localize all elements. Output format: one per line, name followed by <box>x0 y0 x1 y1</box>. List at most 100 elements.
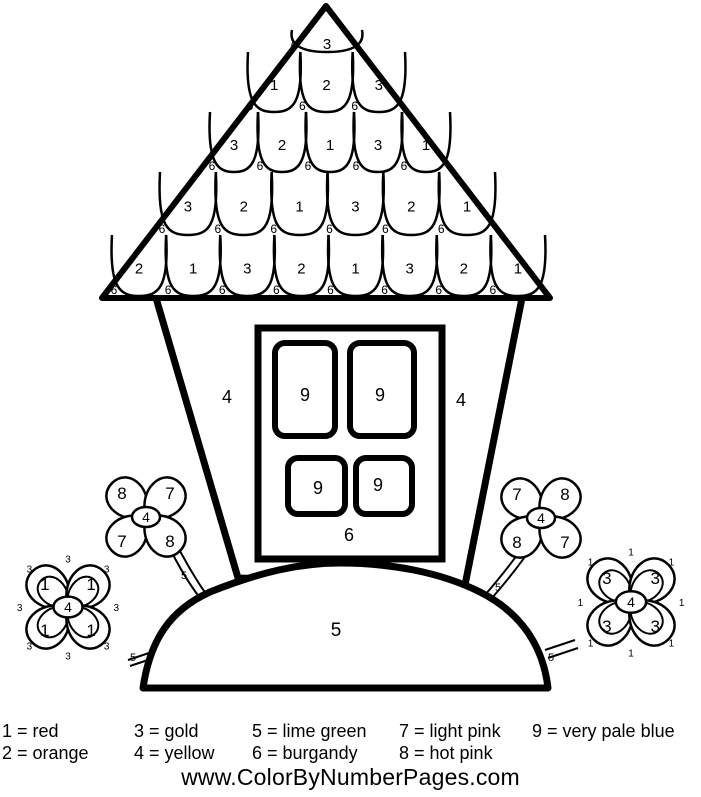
flower-edge-number: 1 <box>669 638 675 649</box>
shingle-number: 2 <box>407 199 415 216</box>
shingle-number: 2 <box>460 261 468 278</box>
roof-shingle <box>381 171 441 237</box>
roof-shingle <box>326 234 385 298</box>
shingle-gap-number: 6 <box>209 159 216 173</box>
flower-edge-number: 3 <box>27 642 33 653</box>
flower-petal-number: 1 <box>86 575 95 594</box>
legend-item: 9 = very pale blue <box>532 721 675 741</box>
stem-number: 5 <box>495 582 501 594</box>
shingle-number: 2 <box>135 261 143 278</box>
shingle-number: 3 <box>323 36 331 53</box>
door-panel-number: 9 <box>300 385 310 405</box>
flower-center <box>130 505 162 529</box>
shingle-gap-number: 6 <box>214 222 221 236</box>
roof-shingle <box>325 171 386 237</box>
flower-edge-number: 1 <box>669 558 675 569</box>
shingle-number: 1 <box>295 199 303 216</box>
legend-item: 6 = burgandy <box>252 743 358 763</box>
stem-number: 5 <box>548 652 554 664</box>
flower-petal-number: 1 <box>40 621 49 640</box>
flower-petal-number: 7 <box>165 484 174 503</box>
hill <box>139 559 552 692</box>
shingle-gap-number: 6 <box>257 159 264 173</box>
flower-petal-number: 8 <box>165 532 174 551</box>
legend-item: 4 = yellow <box>134 743 215 763</box>
shingle-gap-number: 6 <box>351 99 358 113</box>
shingle-number: 3 <box>230 137 238 154</box>
flower-center <box>614 589 648 615</box>
roof-shingle <box>380 234 439 298</box>
shingle-number: 1 <box>514 261 522 278</box>
shingle-gap-number: 6 <box>165 283 172 297</box>
wall-number-left: 4 <box>222 387 232 407</box>
shingle-gap-number: 6 <box>273 283 280 297</box>
shingle-gap-number: 6 <box>382 222 389 236</box>
shingle-number: 3 <box>406 261 414 278</box>
shingle-gap-number: 6 <box>401 159 408 173</box>
shingle-number: 3 <box>184 199 192 216</box>
shingle-number: 1 <box>326 137 334 154</box>
legend-item: 5 = lime green <box>252 721 367 741</box>
shingle-number: 2 <box>297 261 305 278</box>
legend-item: 8 = hot pink <box>399 743 493 763</box>
flower-petal-number: 3 <box>650 617 659 636</box>
flower-center-number: 4 <box>142 509 150 525</box>
shingle-number: 1 <box>351 261 359 278</box>
shingle-gap-number: 6 <box>299 99 306 113</box>
roof-shingle <box>269 171 330 237</box>
roof-shingle <box>290 29 364 54</box>
legend-item: 7 = light pink <box>399 721 501 741</box>
flower-petal-number: 1 <box>86 621 95 640</box>
roof-shingle <box>246 51 303 114</box>
flower-edge-number: 1 <box>588 638 594 649</box>
flower-center-number: 4 <box>537 510 545 526</box>
door: 9 9 9 9 6 <box>254 324 446 563</box>
shingle-gap-number: 6 <box>270 222 277 236</box>
flower-edge-number: 1 <box>628 547 634 558</box>
flower-edge-number: 3 <box>65 651 71 662</box>
roof-shingle <box>218 234 277 298</box>
flower-edge-number: 1 <box>628 649 634 660</box>
roof-shingles <box>110 29 547 298</box>
roof-shingle <box>352 111 404 174</box>
shingle-gap-number: 6 <box>327 283 334 297</box>
flower-petal-number: 3 <box>650 569 659 588</box>
shingle-number: 3 <box>374 137 382 154</box>
shingle-gap-number: 6 <box>381 283 388 297</box>
flower-center-number: 4 <box>627 594 635 610</box>
flower-petal-number: 7 <box>512 485 521 504</box>
roof-shingle <box>272 234 331 298</box>
flower-center <box>52 595 84 619</box>
door-number: 6 <box>344 525 354 545</box>
flower-edge-number: 3 <box>114 603 120 614</box>
shingle-number: 2 <box>278 137 286 154</box>
roof-shingle <box>437 171 497 237</box>
flower-petal-inner <box>629 600 664 635</box>
shingle-gap-number: 6 <box>111 283 118 297</box>
roof-numbers: 3616263636261636163626163626162616362616… <box>111 36 522 297</box>
shingle-gap-number: 6 <box>219 283 226 297</box>
shingle-gap-number: 6 <box>159 222 166 236</box>
shingle-number: 3 <box>375 77 383 94</box>
shingle-gap-number: 6 <box>490 283 497 297</box>
flower-center-number: 4 <box>64 599 72 615</box>
shingle-gap-number: 6 <box>353 159 360 173</box>
website-footer: www.ColorByNumberPages.com <box>181 764 520 790</box>
door-panel-number: 9 <box>313 478 323 498</box>
flower-edge-number: 1 <box>588 558 594 569</box>
roof-shingle <box>164 234 222 298</box>
roof-shingle <box>158 171 218 237</box>
flower-petal-number: 7 <box>560 533 569 552</box>
roof-outline <box>99 3 553 301</box>
flower-edge-number: 3 <box>65 555 71 566</box>
shingle-gap-number: 6 <box>435 283 442 297</box>
shingle-gap-number: 6 <box>438 222 445 236</box>
shingle-number: 3 <box>243 261 251 278</box>
roof-shingle <box>350 51 407 114</box>
roof-shingle <box>298 51 355 114</box>
shingle-gap-number: 6 <box>305 159 312 173</box>
